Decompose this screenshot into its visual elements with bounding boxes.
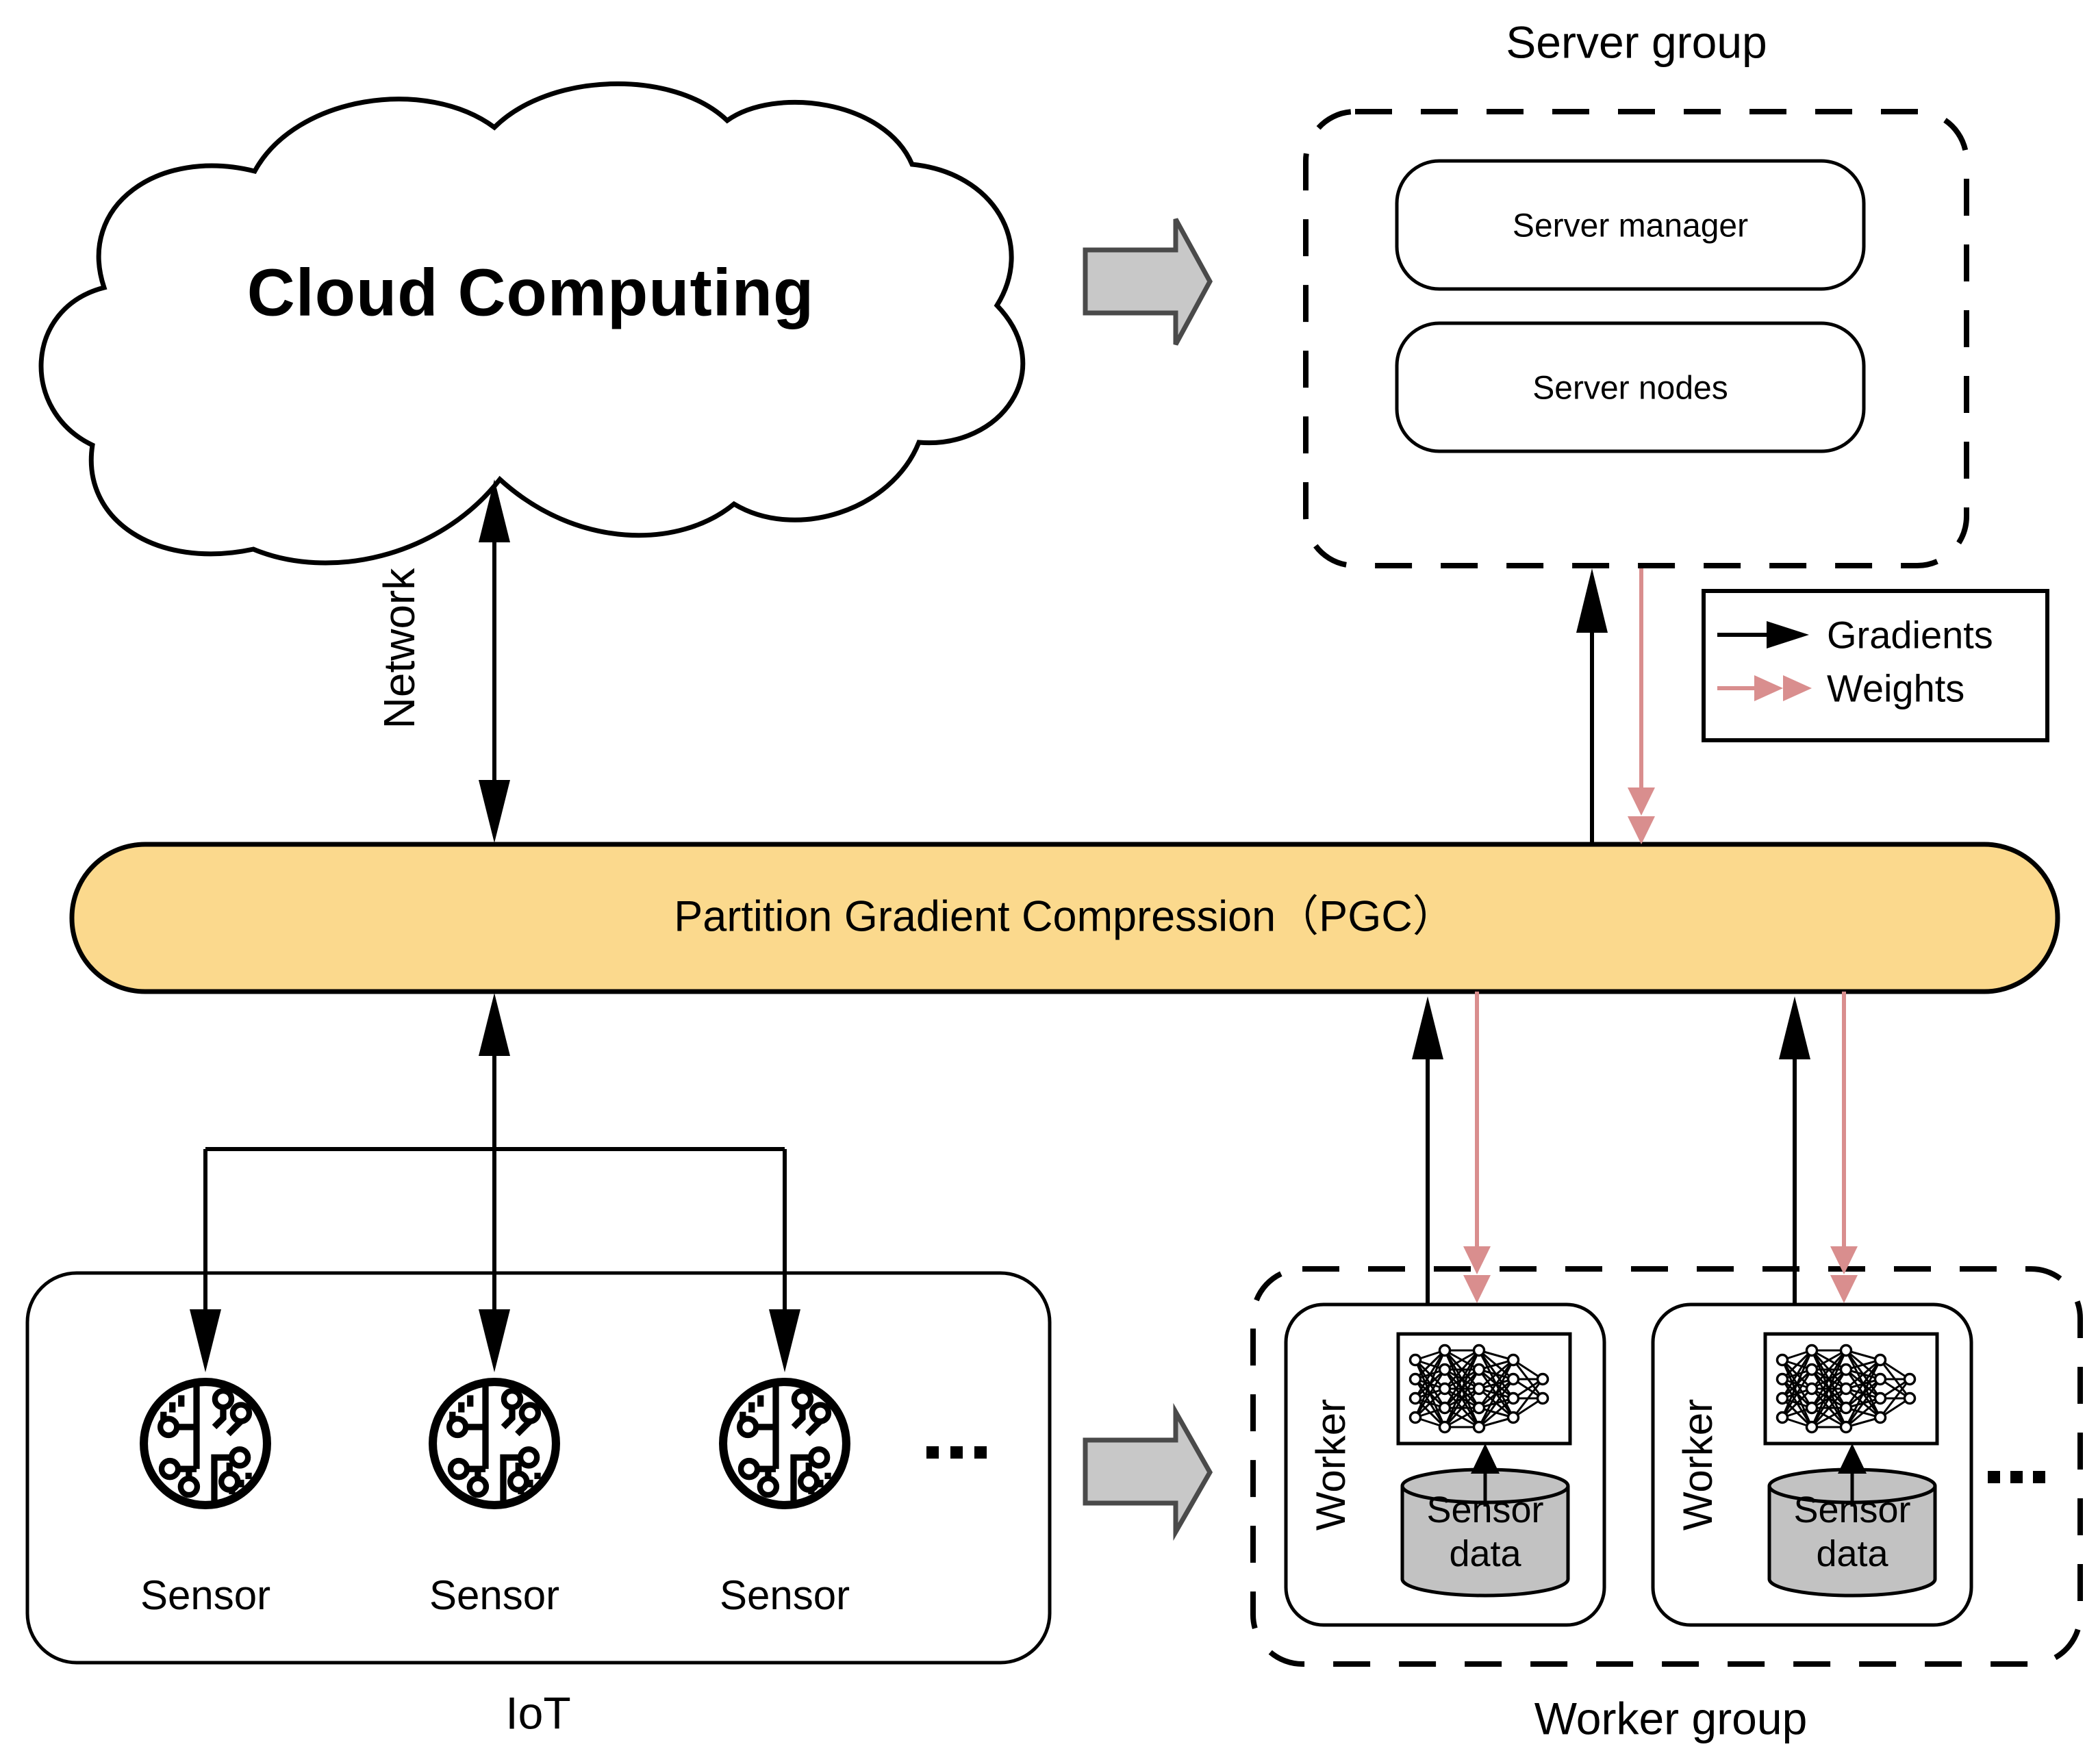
sensor-label: Sensor bbox=[719, 1572, 850, 1618]
weights-arrow-worker2 bbox=[1830, 992, 1858, 1303]
cloud-shape bbox=[38, 81, 1026, 566]
server-manager-box bbox=[1395, 159, 1866, 291]
server-nodes-box bbox=[1395, 321, 1866, 453]
sensor-label: Sensor bbox=[140, 1572, 271, 1618]
server-group-box bbox=[1303, 109, 1969, 568]
block-arrow-iot-to-workers bbox=[1083, 1402, 1213, 1541]
iot-ellipsis-icon bbox=[926, 1446, 987, 1459]
sensor-data-label: Sensor data bbox=[1793, 1489, 1911, 1574]
cloud-label: Cloud Computing bbox=[247, 255, 815, 330]
sensor-chip-icon bbox=[723, 1382, 846, 1505]
legend-box bbox=[1702, 589, 2049, 742]
gradients-arrow-worker1 bbox=[1412, 996, 1443, 1305]
block-arrow-cloud-to-servers bbox=[1083, 218, 1213, 346]
iot-title: IoT bbox=[505, 1687, 571, 1739]
server-nodes-label: Server nodes bbox=[1532, 370, 1728, 407]
pgc-label: Partition Gradient Compression（PGC） bbox=[674, 892, 1456, 941]
sensor-chip-icon bbox=[433, 1382, 556, 1505]
sensor-chip-icon bbox=[144, 1382, 267, 1505]
gradients-arrow-worker2 bbox=[1779, 996, 1810, 1305]
legend-weights-label: Weights bbox=[1827, 666, 1965, 710]
worker-label: Worker bbox=[1308, 1398, 1354, 1531]
data-to-model-arrow bbox=[1471, 1444, 1500, 1507]
legend-gradients-arrow bbox=[1717, 621, 1809, 648]
pgc-to-sensors-arrows bbox=[190, 993, 800, 1372]
pgc-bar bbox=[69, 842, 2060, 994]
worker-ellipsis-icon bbox=[1988, 1471, 2045, 1483]
worker-group-title: Worker group bbox=[1534, 1693, 1808, 1744]
neural-network-icon bbox=[1408, 1344, 1550, 1434]
neural-network-icon bbox=[1775, 1344, 1917, 1434]
legend-weights-arrow bbox=[1717, 675, 1812, 701]
weights-arrow-to-pgc bbox=[1628, 568, 1655, 844]
sensor-label: Sensor bbox=[429, 1572, 560, 1618]
server-manager-label: Server manager bbox=[1512, 207, 1749, 244]
data-to-model-arrow bbox=[1838, 1444, 1867, 1507]
weights-arrow-worker1 bbox=[1463, 992, 1491, 1303]
worker-label: Worker bbox=[1675, 1398, 1721, 1531]
gradients-arrow-to-servers bbox=[1576, 568, 1608, 844]
legend-gradients-label: Gradients bbox=[1827, 613, 1993, 657]
worker-group-box bbox=[1250, 1266, 2083, 1667]
server-group-title: Server group bbox=[1506, 16, 1767, 68]
network-label: Network bbox=[374, 568, 424, 729]
sensor-data-label: Sensor data bbox=[1426, 1489, 1544, 1574]
network-arrow bbox=[479, 479, 510, 843]
